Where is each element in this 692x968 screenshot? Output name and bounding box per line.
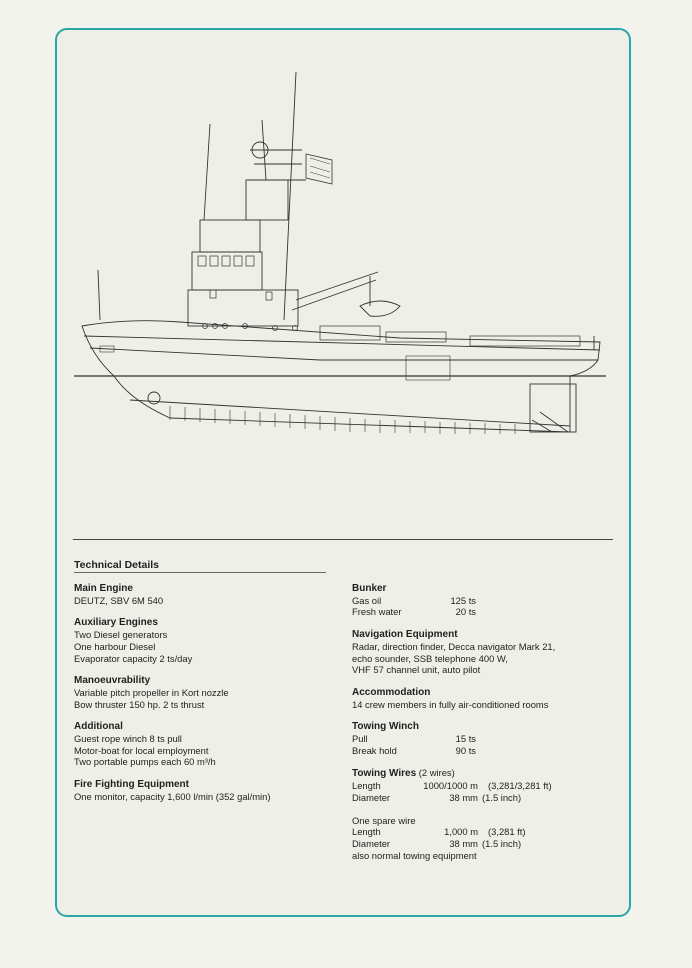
section-line: Evaporator capacity 2 ts/day [74, 652, 193, 664]
section-line: Guest rope winch 8 ts pull [74, 733, 182, 745]
section-additional: Additional Guest rope winch 8 ts pull Mo… [74, 721, 334, 768]
row-imperial: (1.5 inch) [482, 791, 522, 803]
row-label: Pull [352, 733, 368, 745]
row-value: 1000/1000 m [423, 780, 478, 792]
section-fire-fighting: Fire Fighting Equipment One monitor, cap… [74, 779, 334, 802]
section-line: Radar, direction finder, Decca navigator… [352, 640, 556, 652]
page-heading: Technical Details [74, 559, 160, 571]
bunker-row: Fresh water 20 ts [352, 606, 612, 618]
row-imperial: (3,281/3,281 ft) [488, 780, 552, 792]
section-towing-winch: Towing Winch Pull 15 ts Break hold 90 ts [352, 721, 612, 756]
section-title: Navigation Equipment [352, 629, 458, 641]
section-title: Towing Winch [352, 721, 419, 733]
towing-note: also normal towing equipment [352, 849, 477, 861]
row-imperial: (1.5 inch) [482, 837, 522, 849]
row-value: 15 ts [455, 733, 476, 745]
row-value: 90 ts [455, 744, 476, 756]
heading-underline [74, 572, 326, 573]
section-line: echo sounder, SSB telephone 400 W, [352, 652, 508, 664]
section-title: Accommodation [352, 686, 431, 698]
section-line: Bow thruster 150 hp. 2 ts thrust [74, 698, 205, 710]
section-auxiliary-engines: Auxiliary Engines Two Diesel generators … [74, 617, 334, 664]
section-accommodation: Accommodation 14 crew members in fully a… [352, 687, 612, 710]
section-title: Additional [74, 721, 123, 733]
row-label: Gas oil [352, 594, 382, 606]
row-label: Fresh water [352, 606, 402, 618]
spare-wire-title: One spare wire [352, 814, 416, 826]
row-label: Length [352, 780, 381, 792]
section-title: Auxiliary Engines [74, 617, 158, 629]
section-subtitle: (2 wires) [418, 767, 455, 779]
section-line: One harbour Diesel [74, 640, 156, 652]
section-line: Variable pitch propeller in Kort nozzle [74, 686, 229, 698]
tugboat-drawing [74, 71, 606, 434]
section-line: Two Diesel generators [74, 629, 168, 641]
section-title: Bunker [352, 583, 387, 594]
section-line: Two portable pumps each 60 m³/h [74, 756, 216, 768]
winch-row: Break hold 90 ts [352, 745, 612, 757]
bunker-row: Gas oil 125 ts [352, 595, 612, 607]
row-value: 125 ts [450, 594, 476, 606]
left-column: Main Engine DEUTZ, SBV 6M 540 Auxiliary … [74, 583, 334, 814]
section-line: One monitor, capacity 1,600 l/min (352 g… [74, 790, 271, 802]
row-label: Break hold [352, 744, 397, 756]
section-navigation: Navigation Equipment Radar, direction fi… [352, 629, 612, 676]
wire-row: Diameter 38 mm (1.5 inch) [352, 792, 612, 804]
spare-row: Length 1,000 m (3,281 ft) [352, 826, 612, 838]
row-value: 20 ts [455, 606, 476, 618]
row-label: Length [352, 826, 381, 838]
row-value: 38 mm [449, 837, 478, 849]
section-line: DEUTZ, SBV 6M 540 [74, 594, 164, 606]
row-label: Diameter [352, 837, 391, 849]
spare-row: Diameter 38 mm (1.5 inch) [352, 838, 612, 850]
winch-row: Pull 15 ts [352, 733, 612, 745]
section-title: Main Engine [74, 583, 133, 594]
section-title: Fire Fighting Equipment [74, 779, 189, 791]
section-towing-wires: Towing Wires (2 wires) Length 1000/1000 m… [352, 767, 612, 861]
section-manoeuvrability: Manoeuvrability Variable pitch propeller… [74, 675, 334, 710]
wire-row: Length 1000/1000 m (3,281/3,281 ft) [352, 780, 612, 792]
row-value: 1,000 m [444, 826, 478, 838]
row-value: 38 mm [449, 791, 478, 803]
section-line: VHF 57 channel unit, auto pilot [352, 664, 481, 676]
section-line: Motor-boat for local employment [74, 744, 209, 756]
section-title: Towing Wires [352, 768, 417, 780]
row-label: Diameter [352, 791, 391, 803]
section-divider [73, 539, 613, 540]
section-line: 14 crew members in fully air-conditioned… [352, 698, 549, 710]
section-bunker: Bunker Gas oil 125 ts Fresh water 20 ts [352, 583, 612, 618]
section-title: Manoeuvrability [74, 675, 151, 687]
section-main-engine: Main Engine DEUTZ, SBV 6M 540 [74, 583, 334, 606]
page-frame [55, 28, 631, 917]
right-column: Bunker Gas oil 125 ts Fresh water 20 ts Na… [352, 583, 612, 872]
row-imperial: (3,281 ft) [488, 826, 526, 838]
